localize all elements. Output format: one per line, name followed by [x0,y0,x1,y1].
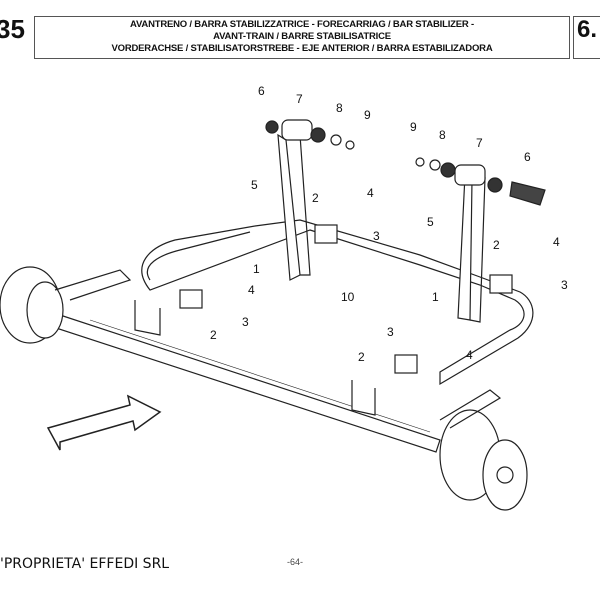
section-number: 35 [0,14,25,44]
bushing-top-left [265,119,355,150]
direction-arrow-icon [46,394,162,451]
callout-label: 6 [524,150,531,164]
callout-label: 6 [258,84,265,98]
callout-label: 3 [242,315,249,329]
callout-label: 4 [466,348,473,362]
callout-label: 2 [312,191,319,205]
callout-label: 2 [210,328,217,342]
title-line: AVANTRENO / BARRA STABILIZZATRICE - FORE… [130,19,474,30]
callout-label: 3 [561,278,568,292]
bracket [351,380,376,416]
callout-label: 2 [358,350,365,364]
right-link [457,173,486,323]
bracket [134,300,161,336]
callout-label: 4 [248,283,255,297]
page-number: -64- [287,557,304,567]
page-ref: 6. [577,16,598,43]
callout-label: 10 [341,290,355,304]
page-ref-box [573,16,600,59]
callout-label: 1 [432,290,439,304]
title-box: AVANTRENO / BARRA STABILIZZATRICE - FORE… [34,16,570,59]
right-hub [439,389,528,511]
callout-label: 9 [410,120,417,134]
stabilizer-bar [141,219,534,386]
bushing-top-right [415,157,546,206]
axle-tube [55,314,441,453]
clamp [179,224,513,374]
callout-label: 7 [296,92,303,106]
callout-label: 3 [387,325,394,339]
left-link [277,133,311,281]
callout-label: 2 [493,238,500,252]
callout-label: 8 [336,101,343,115]
title-line: AVANT-TRAIN / BARRE STABILISATRICE [213,31,391,42]
callout-label: 5 [251,178,258,192]
callout-label: 8 [439,128,446,142]
footer-owner: 'PROPRIETA' EFFEDI SRL [0,556,170,572]
callout-label: 3 [373,229,380,243]
callout-label: 4 [367,186,374,200]
callout-label: 5 [427,215,434,229]
title-line: VORDERACHSE / STABILISATORSTREBE - EJE A… [111,43,493,54]
callout-label: 4 [553,235,560,249]
callout-label: 1 [253,262,260,276]
left-hub [0,266,132,344]
callout-label: 9 [364,108,371,122]
callout-label: 7 [476,136,483,150]
